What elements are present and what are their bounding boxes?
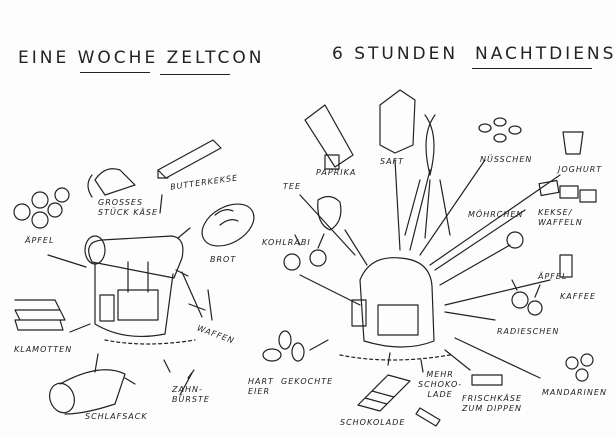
label-saft: SAFT <box>380 157 405 166</box>
label-paprika: PAPRIKA <box>316 168 357 177</box>
biscuits-icon <box>157 139 222 179</box>
label-moehrchen: MÖHRCHEN <box>468 210 524 219</box>
label-zahnbuerste: ZAHN-BÜRSTE <box>172 385 210 404</box>
yogurt-icon <box>562 131 584 155</box>
eggs-icon <box>262 330 305 362</box>
title-underline <box>472 68 592 69</box>
chocolate-bar-icon <box>415 407 441 427</box>
label-klamotten: KLAMOTTEN <box>14 345 73 354</box>
label-aepfel: ÄPFEL <box>25 236 55 245</box>
left-title: EINE WOCHE ZELTCON <box>18 48 265 68</box>
clothes-icon <box>14 299 66 331</box>
label-aepfel-right: ÄPFEL <box>538 272 568 281</box>
title-underline <box>80 72 150 73</box>
label-tee: TEE <box>283 182 301 191</box>
right-title-part1: 6 STUNDEN <box>332 44 459 64</box>
label-nuesschen: NÜSSCHEN <box>480 155 533 164</box>
label-kekse-waffeln: KEKSE/WAFFELN <box>538 208 583 227</box>
label-mandarinen: MANDARINEN <box>542 388 607 397</box>
backpack-icon <box>339 257 451 361</box>
kohlrabi-icon <box>283 233 327 271</box>
mandarins-icon <box>565 353 594 382</box>
carrots-icon <box>404 114 451 239</box>
label-kaffee: KAFFEE <box>560 292 597 301</box>
label-kohlrabi: KOHLRABI <box>262 238 311 247</box>
label-brot: BROT <box>210 255 237 264</box>
chocolate-icon <box>357 374 411 412</box>
right-title-part2: NACHTDIENST <box>475 44 615 64</box>
apples-icon <box>13 187 70 229</box>
cream-cheese-icon <box>471 374 503 386</box>
toothbrush-icon <box>179 369 195 396</box>
title-underline <box>160 74 230 75</box>
juice-carton-icon <box>379 89 416 154</box>
label-schokolade: SCHOKOLADE <box>340 418 406 427</box>
sleeping-bag-icon <box>49 369 136 415</box>
label-radieschen: RADIESCHEN <box>497 327 560 336</box>
bread-icon <box>201 203 255 247</box>
pepper-icon <box>317 195 342 231</box>
apple-icon <box>506 231 524 249</box>
cookies-icon <box>538 179 597 203</box>
label-joghurt: JOGHURT <box>558 165 603 174</box>
radish-icon <box>511 279 543 316</box>
label-schlafsack: SCHLAFSACK <box>85 412 148 421</box>
nuts-icon <box>478 117 522 143</box>
backpack-icon <box>84 235 196 345</box>
cheese-icon <box>94 168 136 196</box>
knives-icon <box>175 269 213 321</box>
coffee-can-icon <box>559 254 573 278</box>
thermos-icon <box>304 104 354 170</box>
